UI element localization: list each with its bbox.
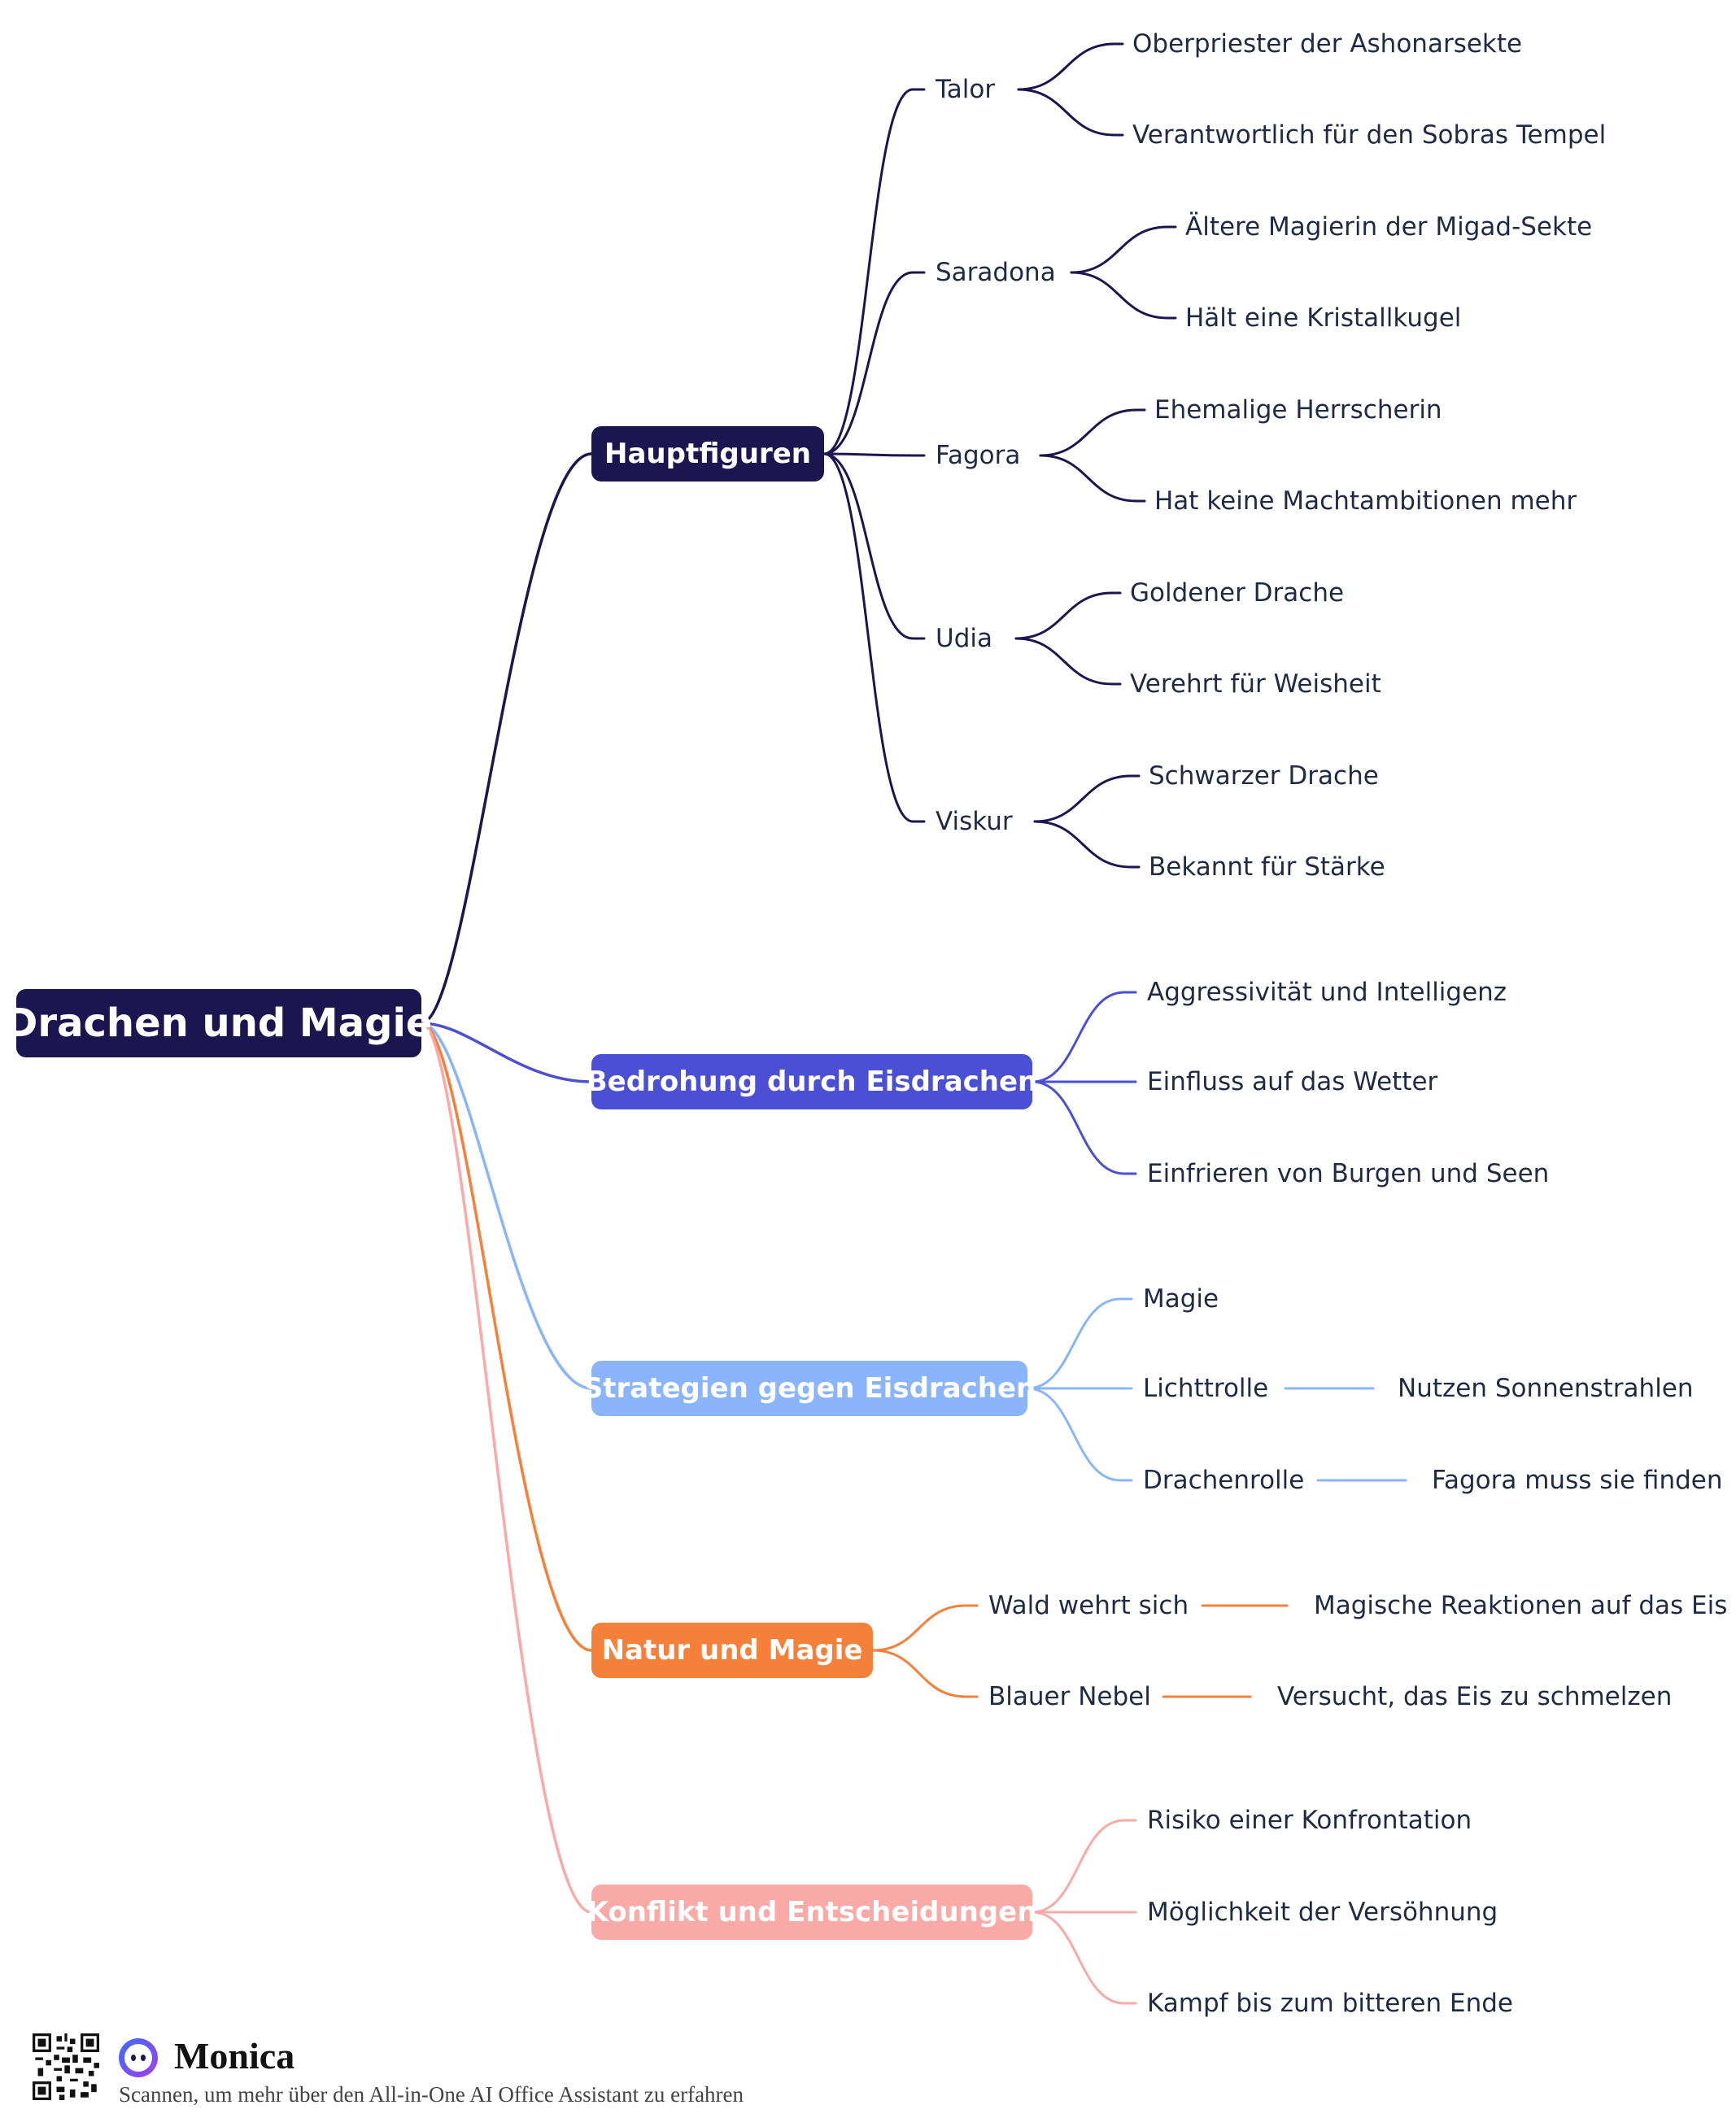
connector [822, 88, 926, 455]
node-viskur[interactable]: Viskur [936, 807, 1013, 836]
connector [822, 271, 926, 455]
connector [1039, 454, 1146, 503]
node-hat-keine-machtambitionen-mehr[interactable]: Hat keine Machtambitionen mehr [1154, 486, 1577, 516]
node-magische-reaktionen-auf-das-eis[interactable]: Magische Reaktionen auf das Eis [1314, 1591, 1728, 1620]
connector [1070, 271, 1177, 320]
connector [1026, 1297, 1133, 1390]
node-verehrt-fuer-weisheit[interactable]: Verehrt für Weisheit [1130, 669, 1381, 699]
node-kampf-bis-zum-bitteren-ende[interactable]: Kampf bis zum bitteren Ende [1147, 1989, 1513, 2018]
branch-bedrohung[interactable]: Bedrohung durch Eisdrachen [587, 1054, 1037, 1109]
node-talor[interactable]: Talor [936, 75, 996, 104]
connector [1033, 774, 1141, 823]
node-einfluss-auf-das-wetter[interactable]: Einfluss auf das Wetter [1147, 1067, 1438, 1096]
connector [1031, 1080, 1137, 1175]
branch-natur[interactable]: Natur und Magie [591, 1623, 873, 1678]
node-risiko-einer-konfrontation[interactable]: Risiko einer Konfrontation [1147, 1806, 1472, 1835]
connector [1017, 42, 1124, 91]
node-goldener-drache[interactable]: Goldener Drache [1130, 578, 1345, 608]
node-nutzen-sonnenstrahlen[interactable]: Nutzen Sonnenstrahlen [1398, 1374, 1694, 1403]
node-oberpriester-der-ashonarsekte[interactable]: Oberpriester der Ashonarsekte [1132, 29, 1523, 59]
branch-hauptfiguren[interactable]: Hauptfiguren [591, 426, 824, 482]
node-lichttrolle[interactable]: Lichttrolle [1143, 1374, 1269, 1403]
node-ehemalige-herrscherin[interactable]: Ehemalige Herrscherin [1154, 395, 1442, 425]
connector [420, 1022, 593, 1652]
node-moeglichkeit-der-versoehnung[interactable]: Möglichkeit der Versöhnung [1147, 1898, 1498, 1927]
connector [822, 452, 926, 823]
branch-strategien[interactable]: Strategien gegen Eisdrachen [583, 1361, 1036, 1416]
footer: Monica Scannen, um mehr über den All-in-… [33, 2033, 927, 2111]
node-schwarzer-drache[interactable]: Schwarzer Drache [1149, 761, 1379, 791]
connector [420, 1022, 593, 1083]
connector [1070, 225, 1177, 274]
node-bekannt-fuer-staerke[interactable]: Bekannt für Stärke [1149, 852, 1385, 882]
connector [871, 1649, 979, 1698]
brand-name: Monica [174, 2035, 295, 2077]
node-drachenrolle[interactable]: Drachenrolle [1143, 1466, 1305, 1495]
node-saradona[interactable]: Saradona [936, 258, 1056, 287]
connector [822, 452, 926, 640]
connector [1033, 820, 1141, 869]
footer-tagline: Scannen, um mehr über den All-in-One AI … [119, 2082, 744, 2107]
connector [420, 1022, 593, 1914]
connector [1031, 1911, 1137, 2005]
connector [1039, 408, 1146, 457]
connector [1026, 1387, 1133, 1482]
connector [420, 452, 593, 1025]
connector [1014, 637, 1122, 686]
node-fagora-muss-sie-finden[interactable]: Fagora muss sie finden [1432, 1466, 1723, 1495]
node-blauer-nebel[interactable]: Blauer Nebel [988, 1682, 1151, 1711]
connector [420, 1022, 593, 1390]
node-einfrieren-von-burgen-und-seen[interactable]: Einfrieren von Burgen und Seen [1147, 1159, 1550, 1188]
node-aggressivitaet-und-intelligenz[interactable]: Aggressivität und Intelligenz [1147, 978, 1507, 1007]
node-udia[interactable]: Udia [936, 624, 992, 653]
node-verantwortlich-fuer-den-sobras-tempel[interactable]: Verantwortlich für den Sobras Tempel [1132, 120, 1607, 150]
node-magie[interactable]: Magie [1143, 1284, 1219, 1314]
connector [871, 1604, 979, 1652]
node-aeltere-magierin-der-migad-sekte[interactable]: Ältere Magierin der Migad-Sekte [1185, 212, 1593, 242]
root-node[interactable]: Drachen und Magie [6, 989, 432, 1057]
connector [1031, 1819, 1137, 1914]
node-fagora[interactable]: Fagora [936, 441, 1021, 470]
node-haelt-eine-kristallkugel[interactable]: Hält eine Kristallkugel [1185, 303, 1462, 333]
connector [1031, 991, 1137, 1083]
qr-code-icon[interactable] [33, 2033, 99, 2100]
connector [822, 452, 926, 457]
branch-konflikt[interactable]: Konflikt und Entscheidungen [587, 1885, 1036, 1940]
connector [1014, 591, 1122, 640]
connector [1017, 88, 1124, 137]
monica-logo-icon [119, 2038, 158, 2077]
node-wald-wehrt-sich[interactable]: Wald wehrt sich [988, 1591, 1189, 1620]
node-versucht-das-eis-zu-schmelzen[interactable]: Versucht, das Eis zu schmelzen [1277, 1682, 1673, 1711]
